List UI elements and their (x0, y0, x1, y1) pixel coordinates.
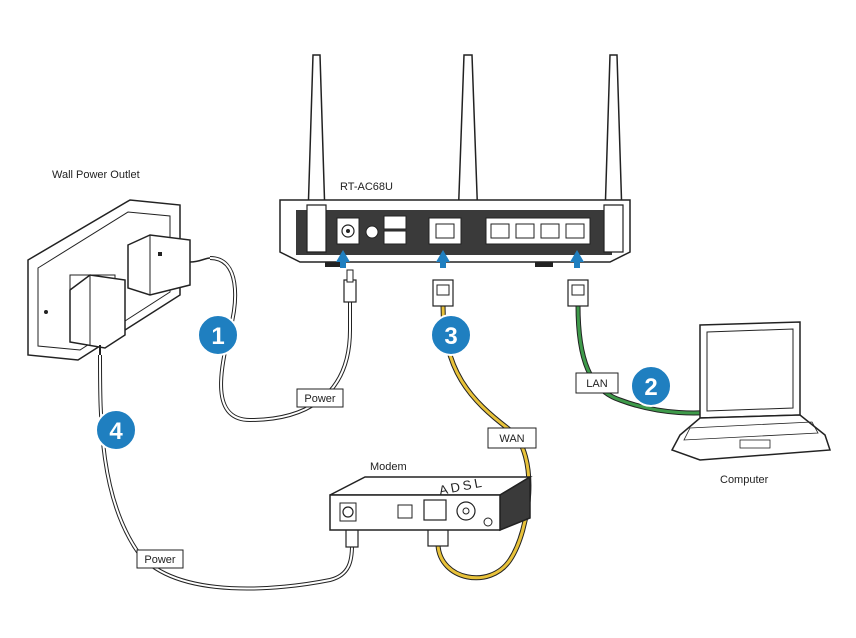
modem (329, 475, 533, 532)
power-port-arrow (336, 250, 350, 268)
laptop-computer (670, 321, 832, 461)
wall-outlet-label: Wall Power Outlet (52, 169, 140, 181)
wan-tag: WAN (487, 427, 537, 449)
router (279, 54, 631, 267)
step-number-2: 2 (644, 374, 657, 401)
lan-tag: LAN (575, 372, 619, 394)
computer-label: Computer (720, 474, 769, 486)
step-badge-2: 2 (630, 365, 672, 407)
step-number-1: 1 (211, 323, 224, 350)
step-number-3: 3 (444, 323, 457, 350)
step-badge-4: 4 (95, 409, 137, 451)
lan-tag-text: LAN (586, 378, 607, 390)
wan-tag-text: WAN (499, 433, 524, 445)
router-power-adapter (127, 234, 211, 296)
router-model-label: RT-AC68U (340, 181, 393, 193)
lan-port-arrow (570, 250, 584, 268)
step-number-4: 4 (109, 418, 123, 445)
router-port-arrows (336, 250, 584, 268)
modem-label: Modem (370, 461, 407, 473)
step-badge-1: 1 (197, 314, 239, 356)
power-router-tag: Power (296, 388, 344, 408)
power-modem-tag: Power (136, 549, 184, 569)
power-modem-tag-text: Power (144, 554, 176, 566)
power-router-tag-text: Power (304, 393, 336, 405)
modem-power-adapter (69, 274, 126, 355)
step-badge-3: 3 (430, 314, 472, 356)
wan-port-arrow (436, 250, 450, 268)
